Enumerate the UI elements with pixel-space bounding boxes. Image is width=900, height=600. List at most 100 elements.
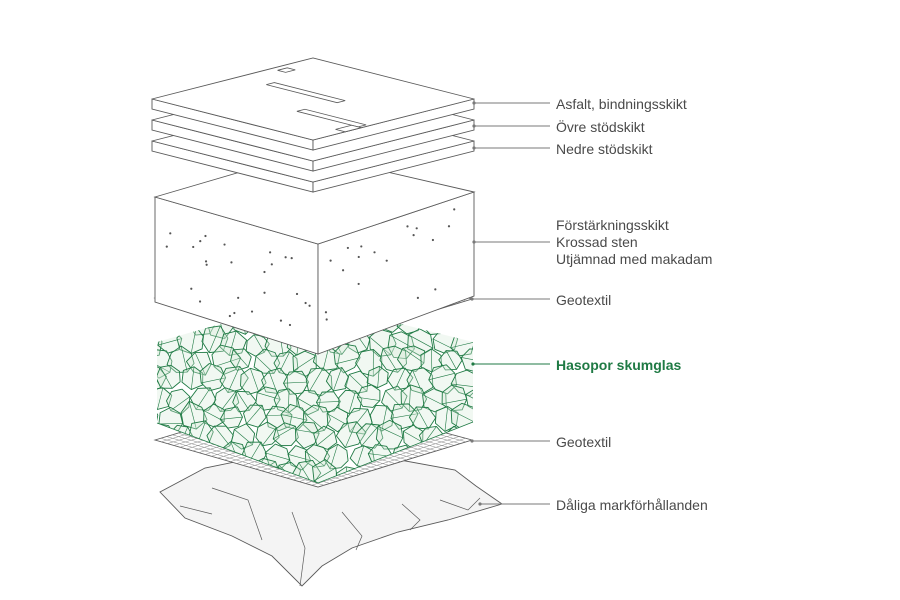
label-forstarkning: Förstärkningsskikt Krossad sten Utjämnad…	[556, 217, 712, 268]
label-mark: Dåliga markförhållanden	[556, 497, 708, 514]
foam-stone	[168, 310, 195, 333]
foam-stone-facet	[214, 357, 241, 367]
foam-stone-facet	[456, 446, 469, 469]
slab-top	[151, 57, 475, 141]
leader-dot-forstarkning	[472, 240, 476, 244]
foam-stone-facet	[157, 468, 173, 476]
foam-stone-facet	[415, 406, 429, 430]
label-ovre: Övre stödskikt	[556, 119, 645, 136]
ground-crack	[401, 503, 421, 531]
foam-stone-facet	[228, 330, 237, 356]
foam-stone-facet	[144, 293, 150, 317]
ground-crack	[211, 487, 263, 541]
foam-stone-facet	[293, 355, 317, 372]
foam-stone-facet	[333, 367, 343, 392]
gravel-dot	[325, 318, 328, 321]
foam-stone	[158, 443, 179, 466]
foam-stone-facet	[377, 366, 380, 388]
foam-stone-facet	[313, 467, 336, 482]
foam-stone-facet	[451, 409, 473, 422]
gravel-dot	[406, 225, 409, 228]
foam-stone	[379, 345, 407, 373]
foam-stone-facet	[382, 348, 398, 373]
label-text: Geotextil	[556, 292, 612, 308]
gravel-dot	[199, 240, 202, 243]
label-text: Övre stödskikt	[556, 119, 645, 135]
foam-stone	[375, 419, 404, 450]
gravel-dot	[447, 225, 451, 228]
foam-stone-facet	[465, 394, 473, 406]
foam-stone-facet	[188, 401, 197, 430]
foam-stone-facet	[145, 330, 155, 357]
foam-stone-facet	[232, 349, 249, 368]
geotextile-bottom-thread	[311, 438, 466, 486]
gravel-dot	[360, 245, 363, 248]
gravel-dot	[415, 227, 418, 230]
gravel-dot	[233, 311, 236, 315]
gravel-dot	[329, 259, 332, 262]
foam-stone-facet	[450, 341, 473, 349]
gravel-dot	[416, 296, 419, 299]
foam-stone-facet	[349, 409, 369, 432]
foam-stone-facet	[316, 401, 341, 403]
foam-stone	[157, 349, 173, 379]
foam-stone-facet	[194, 352, 206, 376]
foam-stone-facet	[445, 350, 457, 370]
foam-stone-facet	[449, 312, 469, 329]
foam-stone-facet	[157, 338, 182, 346]
foam-stone-facet	[273, 426, 296, 440]
foam-stone-facet	[297, 397, 319, 411]
label-geotextil-bottom: Geotextil	[556, 434, 611, 451]
foam-stone-facet	[265, 452, 290, 461]
foam-stone-facet	[451, 383, 473, 388]
leader-dot-nedre	[472, 146, 476, 150]
leader-dot-mark	[478, 502, 482, 506]
foam-stone-facet	[305, 451, 325, 467]
foam-stone	[297, 389, 321, 416]
gravel-dot	[270, 263, 273, 266]
label-text: Förstärkningsskikt	[556, 217, 669, 233]
foam-stone	[157, 364, 181, 389]
foam-stone-facet	[428, 373, 455, 381]
foam-stone-facet	[157, 447, 159, 466]
foam-stone-facet	[412, 369, 423, 394]
foam-stone-facet	[180, 345, 188, 373]
gravel-dot	[204, 234, 207, 238]
foam-stone-facet	[369, 336, 391, 356]
foam-stone-facet	[402, 348, 425, 364]
gravel-dot	[324, 311, 328, 314]
label-text: Dåliga markförhållanden	[556, 497, 708, 513]
foam-stone-facet	[361, 424, 380, 446]
foam-stone-facet	[190, 366, 195, 390]
label-text: Utjämnad med makadam	[556, 251, 713, 267]
foam-stone-facet	[461, 357, 473, 363]
foam-stone-facet	[157, 359, 171, 373]
gravel-dot	[308, 304, 311, 307]
foam-stone-facet	[408, 384, 411, 412]
foam-stone	[461, 307, 473, 338]
foam-stone-facet	[143, 405, 151, 428]
gravel-dot	[304, 301, 307, 305]
gravel-dot	[279, 319, 283, 322]
foam-stone-facet	[157, 319, 170, 333]
foam-stone	[400, 384, 428, 412]
foam-stone-facet	[213, 425, 231, 446]
foam-stone	[157, 404, 159, 430]
foam-stone-facet	[288, 388, 290, 414]
foam-stone-facet	[287, 453, 311, 461]
gravel-dot	[453, 208, 456, 211]
label-text: Asfalt, bindningsskikt	[556, 96, 687, 112]
gravel-dot	[198, 300, 202, 303]
label-asfalt: Asfalt, bindningsskikt	[556, 96, 687, 113]
leader-dot-geotextil-bottom	[470, 439, 474, 443]
foam-stone-facet	[236, 391, 250, 411]
foam-stone-facet	[220, 416, 243, 420]
gravel-dot	[385, 259, 388, 262]
foam-stone-facet	[246, 405, 263, 424]
gravel-dot	[204, 260, 208, 263]
label-text: Geotextil	[556, 434, 612, 450]
foam-stone-facet	[250, 368, 259, 392]
foam-stone-facet	[170, 396, 191, 411]
foam-stone-facet	[390, 413, 419, 419]
foam-stone	[157, 444, 164, 467]
